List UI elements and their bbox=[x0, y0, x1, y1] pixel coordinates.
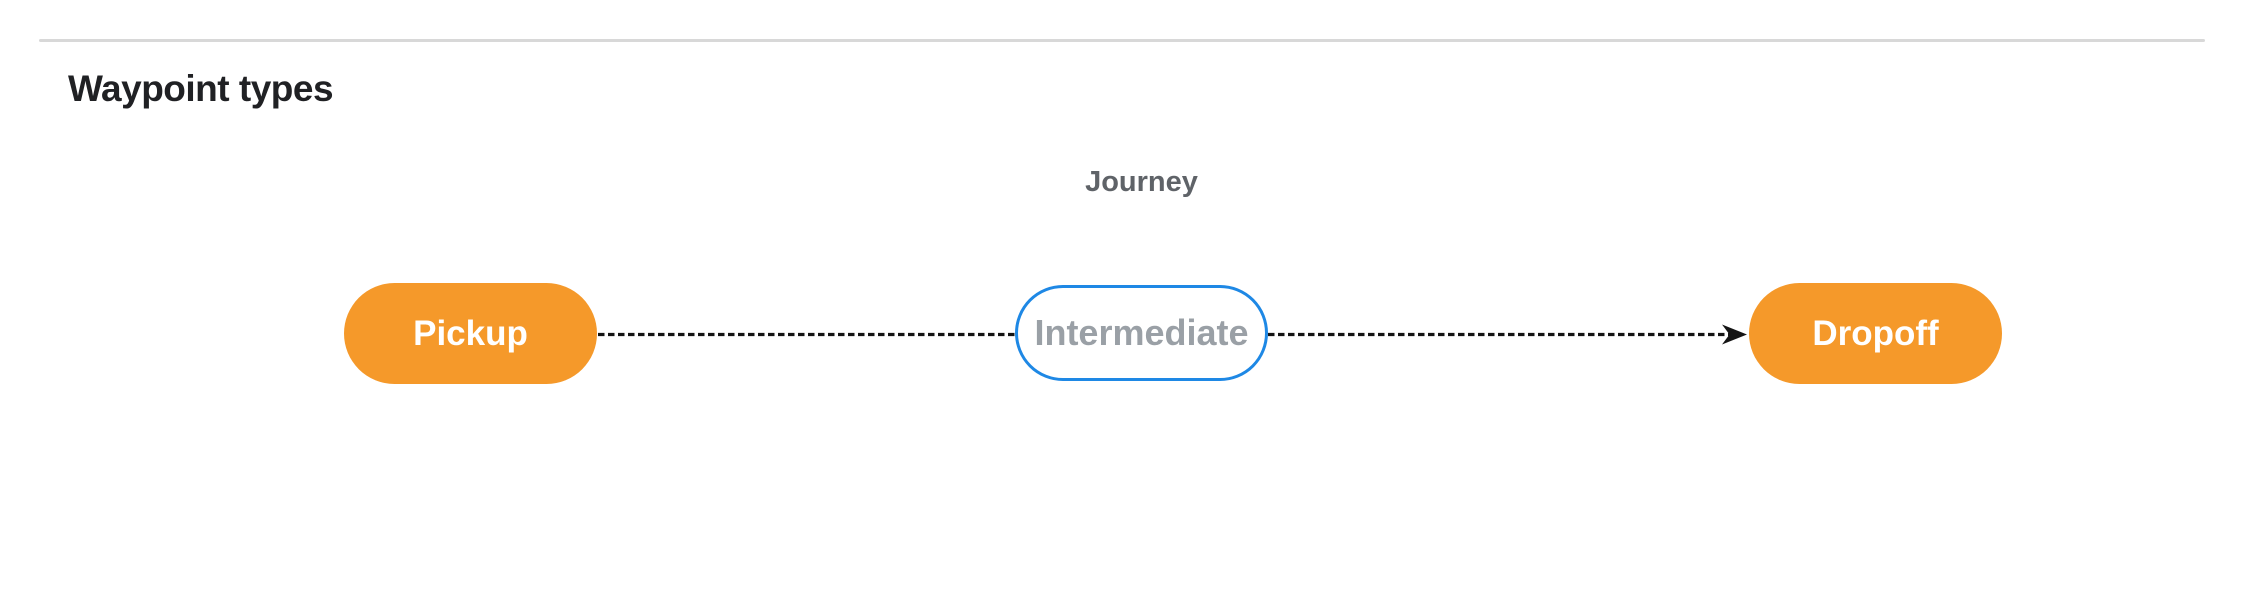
node-intermediate-label: Intermediate bbox=[1034, 312, 1249, 353]
arrowhead-icon bbox=[1722, 324, 1747, 345]
node-dropoff-label: Dropoff bbox=[1812, 313, 1939, 353]
node-intermediate: Intermediate bbox=[1015, 285, 1268, 381]
journey-label: Journey bbox=[1085, 166, 1198, 198]
node-dropoff: Dropoff bbox=[1749, 283, 2002, 384]
node-pickup-label: Pickup bbox=[413, 313, 528, 353]
section-title: Waypoint types bbox=[68, 68, 334, 109]
node-pickup: Pickup bbox=[344, 283, 597, 384]
top-divider bbox=[39, 39, 2205, 42]
